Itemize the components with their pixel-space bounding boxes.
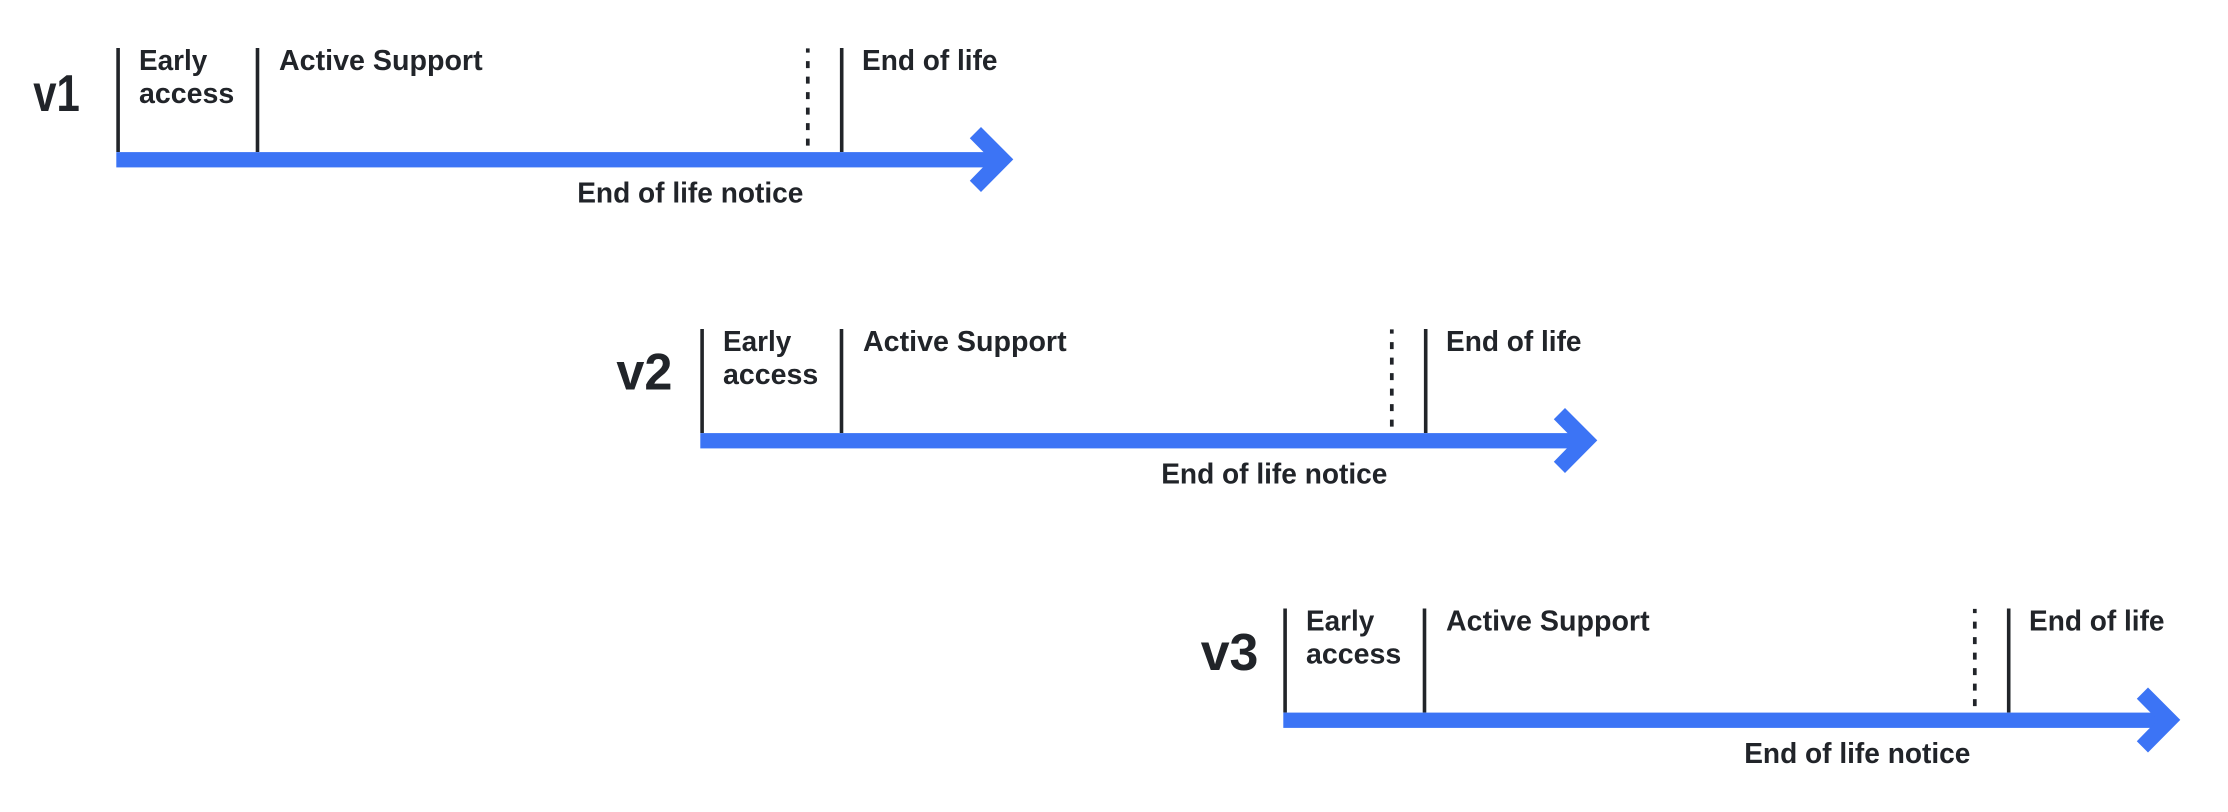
svg-text:v2: v2 — [616, 343, 672, 401]
svg-text:v3: v3 — [1201, 624, 1259, 682]
svg-text:v1: v1 — [33, 65, 80, 123]
